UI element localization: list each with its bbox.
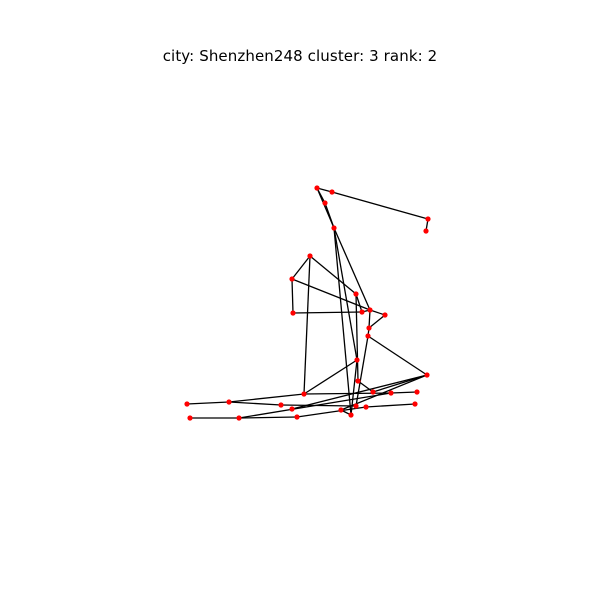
graph-node bbox=[424, 372, 430, 378]
graph-edge bbox=[291, 278, 371, 311]
graph-edge bbox=[333, 227, 371, 311]
graph-node bbox=[307, 253, 313, 259]
graph-edge bbox=[355, 293, 363, 313]
node-layer bbox=[184, 185, 431, 421]
graph-edge bbox=[291, 374, 428, 410]
graph-node bbox=[425, 216, 431, 222]
graph-node bbox=[331, 225, 337, 231]
graph-edge bbox=[238, 416, 298, 419]
graph-node bbox=[353, 403, 359, 409]
graph-node bbox=[367, 307, 373, 313]
graph-node bbox=[187, 415, 193, 421]
graph-edge bbox=[390, 391, 418, 394]
graph-node bbox=[290, 310, 296, 316]
graph-edge bbox=[309, 255, 357, 295]
graph-edge bbox=[291, 278, 294, 314]
graph-node bbox=[414, 389, 420, 395]
graph-edge bbox=[296, 406, 367, 418]
graph-node bbox=[348, 412, 354, 418]
graph-node bbox=[226, 399, 232, 405]
graph-edge bbox=[368, 309, 371, 329]
graph-edge bbox=[291, 255, 311, 280]
graph-node bbox=[370, 389, 376, 395]
graph-node bbox=[289, 406, 295, 412]
graph-node bbox=[314, 185, 320, 191]
graph-node bbox=[322, 200, 328, 206]
graph-node bbox=[365, 333, 371, 339]
graph-node bbox=[289, 276, 295, 282]
graph-edge bbox=[355, 335, 369, 407]
graph-edge bbox=[365, 403, 416, 408]
graph-edge bbox=[367, 335, 428, 376]
figure-title: city: Shenzhen248 cluster: 3 rank: 2 bbox=[162, 47, 438, 65]
graph-edge bbox=[303, 255, 311, 395]
graph-edge bbox=[369, 309, 386, 316]
graph-node bbox=[294, 414, 300, 420]
graph-edge bbox=[368, 314, 386, 329]
graph-node bbox=[338, 407, 344, 413]
graph-edge bbox=[303, 392, 392, 395]
graph-edge bbox=[324, 202, 335, 229]
graph-node bbox=[412, 401, 418, 407]
graph-edge bbox=[228, 393, 305, 403]
graph-node bbox=[355, 378, 361, 384]
graph-edge bbox=[331, 191, 429, 220]
graph-node bbox=[236, 415, 242, 421]
graph-edge bbox=[238, 392, 392, 419]
graph-node bbox=[382, 312, 388, 318]
graph-edge bbox=[228, 401, 282, 406]
graph-edge bbox=[333, 227, 352, 416]
graph-edge bbox=[355, 293, 359, 382]
graph-node bbox=[359, 309, 365, 315]
edge-layer bbox=[186, 187, 429, 419]
graph-node bbox=[278, 402, 284, 408]
graph-node bbox=[366, 325, 372, 331]
graph-node bbox=[184, 401, 190, 407]
graph-edge bbox=[357, 380, 374, 393]
graph-edge bbox=[303, 359, 358, 395]
graph-edge bbox=[292, 311, 363, 314]
graph-node bbox=[363, 404, 369, 410]
graph-node bbox=[329, 189, 335, 195]
graph-node bbox=[353, 291, 359, 297]
graph-edge bbox=[333, 227, 358, 361]
graph-node bbox=[388, 390, 394, 396]
graph-node bbox=[301, 391, 307, 397]
graph-edge bbox=[186, 401, 230, 405]
graph-node bbox=[354, 357, 360, 363]
graph-node bbox=[423, 228, 429, 234]
